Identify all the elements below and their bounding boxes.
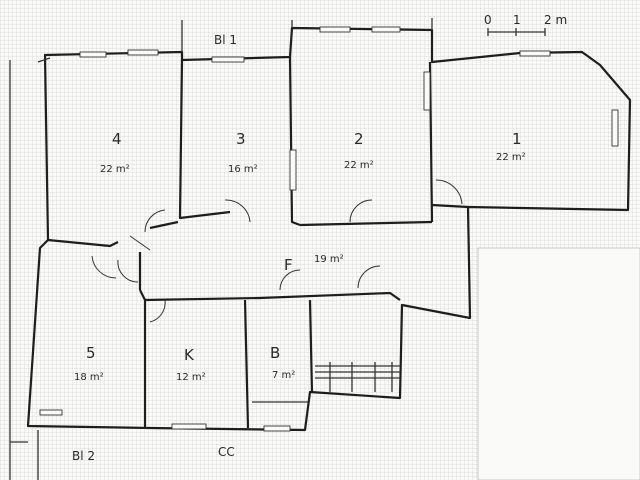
stair-hatching xyxy=(252,362,400,403)
room-area: 22 m² xyxy=(344,160,374,171)
room-f: F 19 m² xyxy=(284,254,344,274)
room-3: 3 16 m² xyxy=(228,130,258,175)
room-5: 5 18 m² xyxy=(74,344,104,383)
room-area: 7 m² xyxy=(272,370,295,381)
room-number: 2 xyxy=(354,130,364,148)
room-area: 22 m² xyxy=(100,164,130,175)
room-1: 1 22 m² xyxy=(496,130,526,163)
room-area: 19 m² xyxy=(314,254,344,265)
windows xyxy=(39,26,619,432)
room-number: 5 xyxy=(86,344,96,362)
room-k: K 12 m² xyxy=(176,346,206,383)
blank-area-border xyxy=(477,247,640,480)
label-bl2: Bl 2 xyxy=(72,449,95,463)
room-2: 2 22 m² xyxy=(344,130,374,171)
scale-tick-1: 1 xyxy=(513,13,521,27)
room-number: F xyxy=(284,256,293,274)
blank-area xyxy=(478,248,640,480)
room-number: 4 xyxy=(112,130,122,148)
room-number: 1 xyxy=(512,130,522,148)
room-b: B 7 m² xyxy=(270,344,295,381)
door-swings xyxy=(91,179,463,323)
room-area: 22 m² xyxy=(496,152,526,163)
room-number: B xyxy=(270,344,280,362)
scale-tick-2: 2 m xyxy=(544,13,567,27)
room-number: K xyxy=(184,346,195,364)
scale-tick-0: 0 xyxy=(484,13,492,27)
label-cc: CC xyxy=(218,445,235,459)
scale-bar: 0 1 2 m xyxy=(484,13,567,36)
room-4: 4 22 m² xyxy=(100,130,130,175)
label-bl1: Bl 1 xyxy=(214,33,237,47)
room-area: 12 m² xyxy=(176,372,206,383)
room-number: 3 xyxy=(236,130,246,148)
room-area: 18 m² xyxy=(74,372,104,383)
room-area: 16 m² xyxy=(228,164,258,175)
exterior-walls xyxy=(9,18,632,480)
